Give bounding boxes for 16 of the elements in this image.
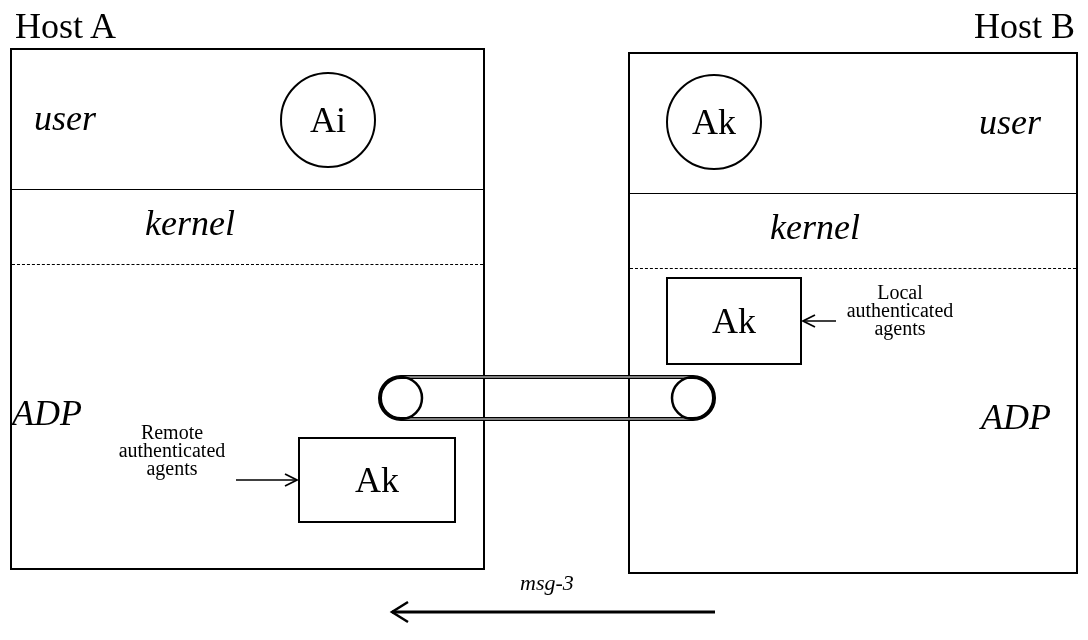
layer-label: kernel bbox=[145, 205, 235, 241]
arrow bbox=[235, 473, 298, 487]
layer-label: user bbox=[34, 100, 96, 136]
message-label: msg-3 bbox=[520, 570, 574, 596]
layer-label: kernel bbox=[770, 209, 860, 245]
agent-box: Ak bbox=[666, 277, 802, 365]
host-label: Host B bbox=[973, 8, 1075, 44]
layer-label: user bbox=[979, 104, 1041, 140]
agent-box: Ak bbox=[298, 437, 456, 523]
channel-tube bbox=[378, 375, 716, 421]
process-circle: Ai bbox=[280, 72, 376, 168]
layer-label: ADP bbox=[12, 395, 82, 431]
host-label: Host A bbox=[15, 8, 117, 44]
layer-label: ADP bbox=[981, 399, 1051, 435]
arrow bbox=[802, 314, 837, 328]
process-circle: Ak bbox=[666, 74, 762, 170]
